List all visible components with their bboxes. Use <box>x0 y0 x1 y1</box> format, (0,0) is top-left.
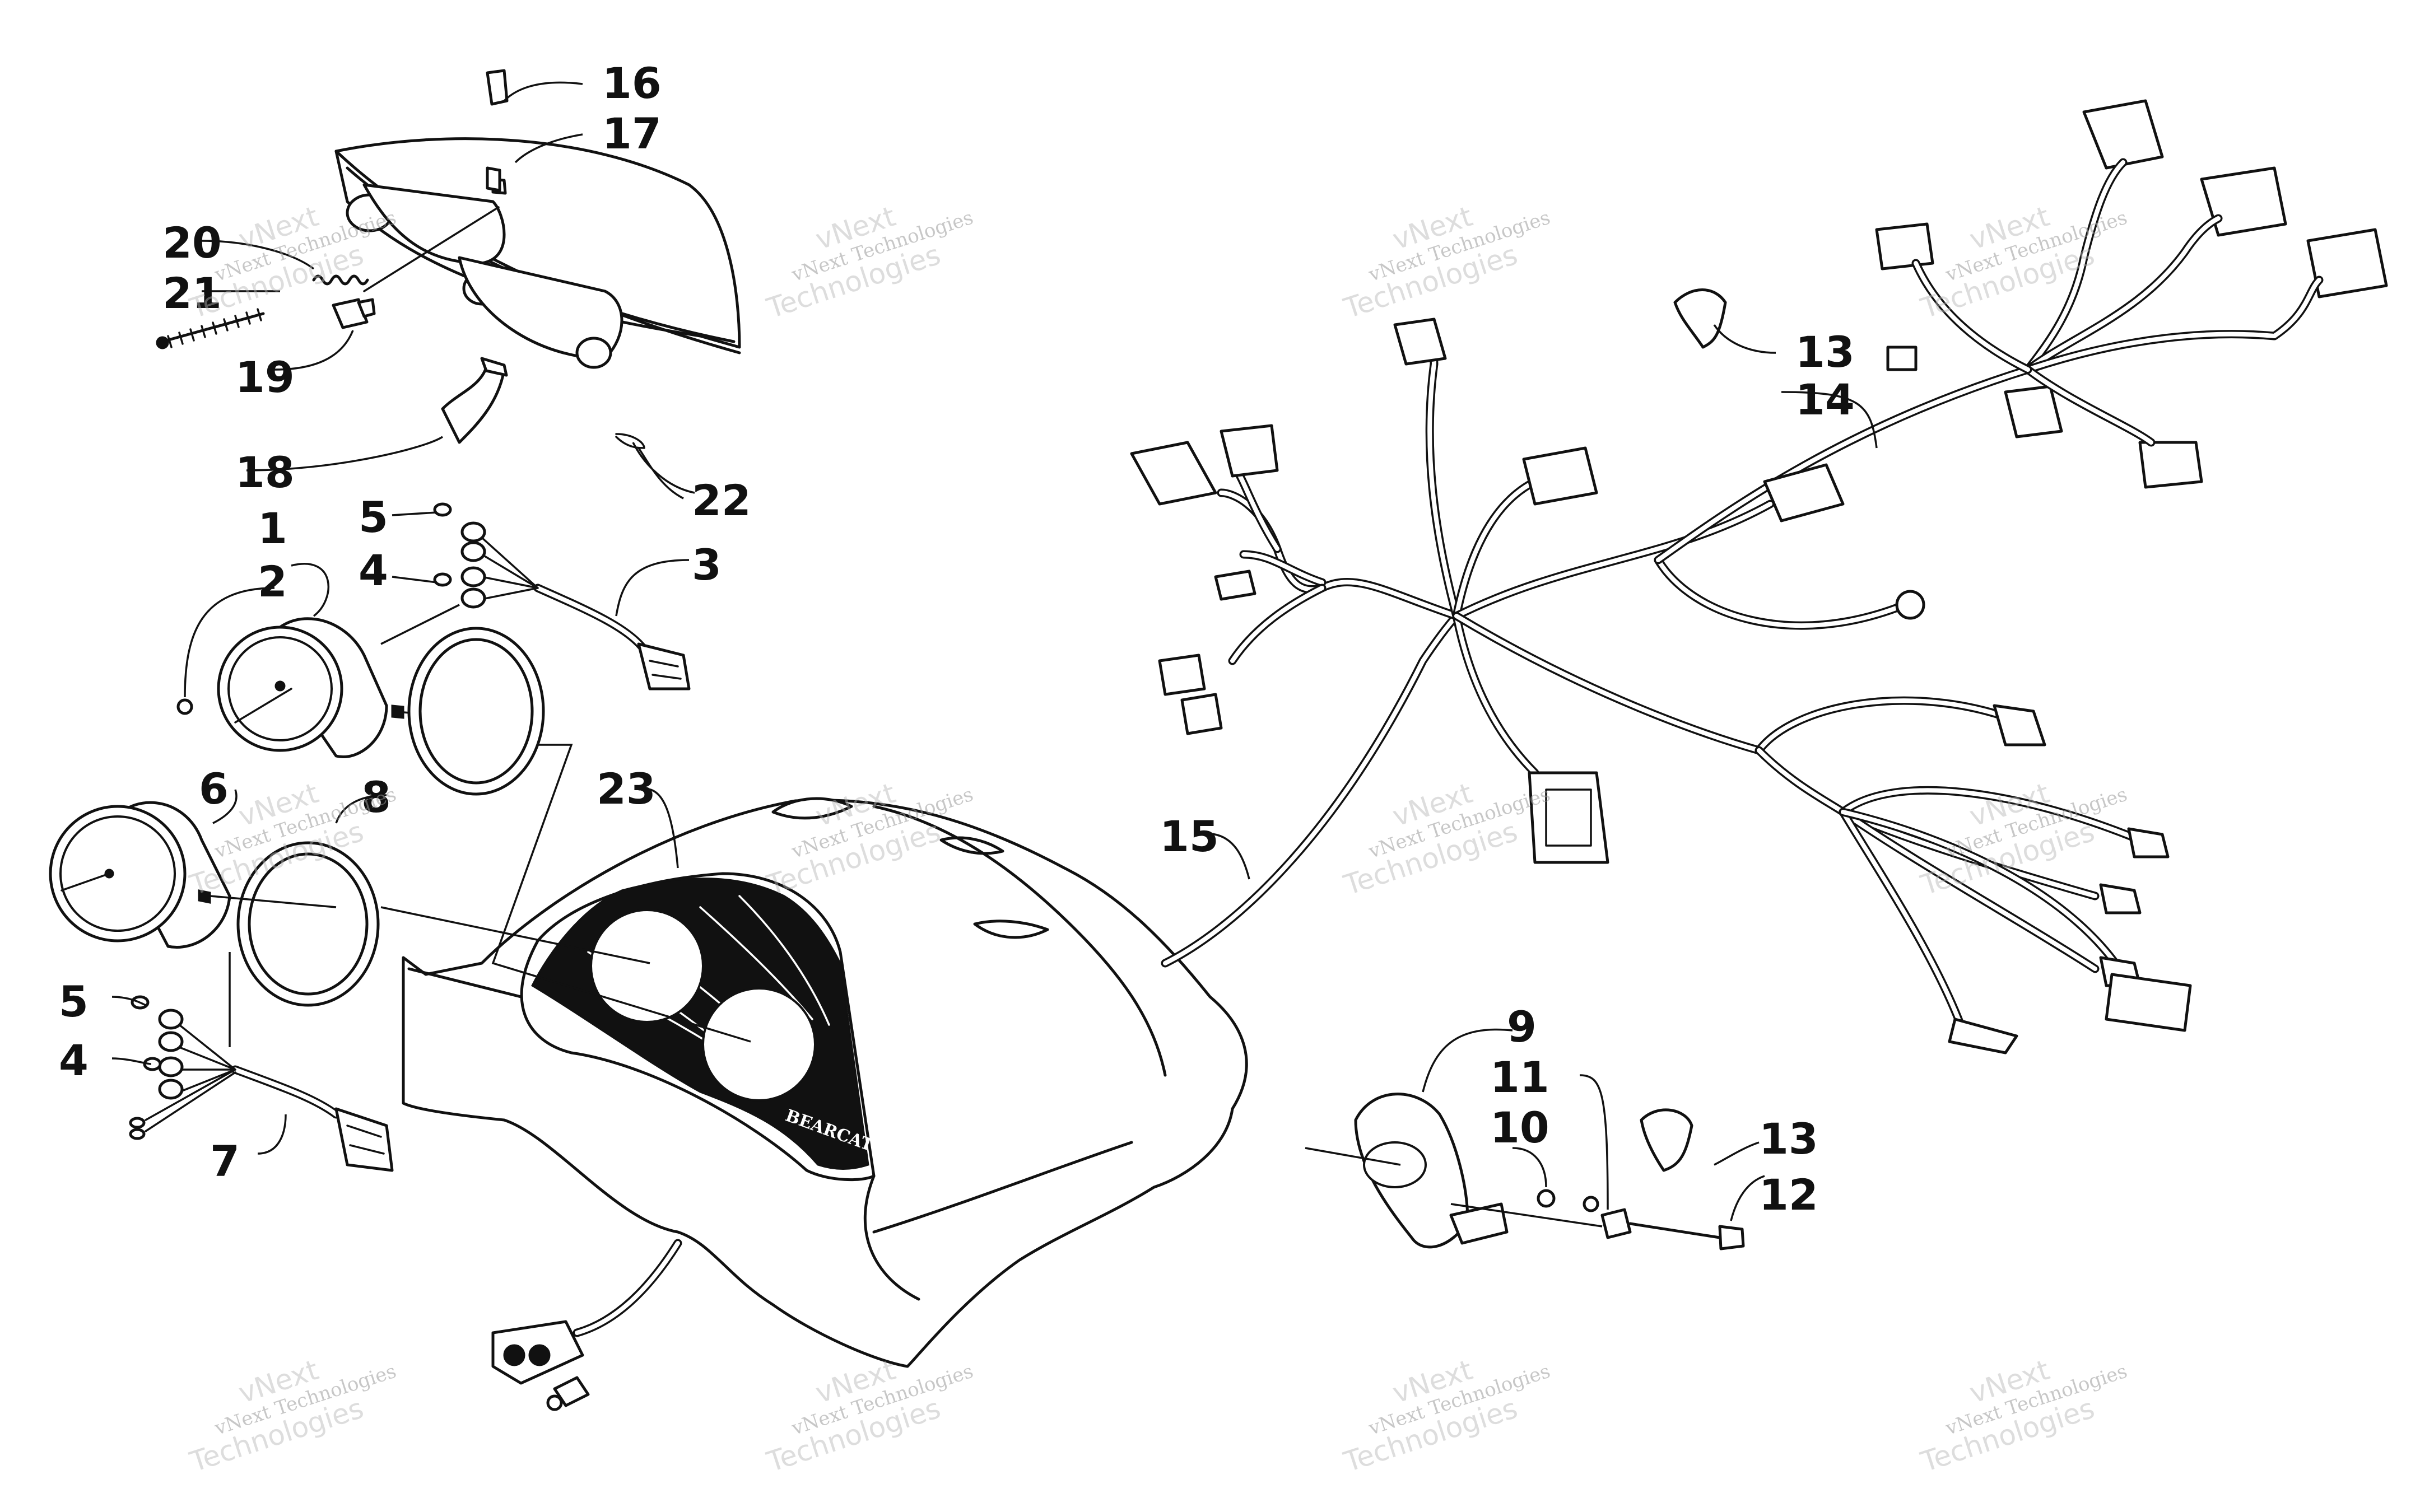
watermark: vNext vNext Technologies Technologies <box>1340 1354 1553 1478</box>
callout-leaders <box>111 81 1878 1221</box>
harness-connectors <box>1130 99 2388 1054</box>
speedometer-harness <box>129 995 394 1172</box>
adjusting-spring <box>312 274 369 286</box>
watermark: vNext vNext Technologies Technologies <box>763 200 976 325</box>
callout-4-upper: 4 <box>359 545 388 595</box>
main-wiring-harness <box>1130 99 2388 1172</box>
callout-3: 3 <box>692 540 722 590</box>
callout-6: 6 <box>199 764 229 814</box>
callout-20: 20 <box>162 218 222 268</box>
callout-13-upper: 13 <box>1795 327 1855 377</box>
bulb-socket-elbow <box>441 357 508 444</box>
callout-21: 21 <box>162 268 222 318</box>
hood-dash-panel: BEARCAT <box>402 797 1248 1368</box>
callout-14: 14 <box>1795 375 1855 424</box>
callout-11: 11 <box>1490 1052 1549 1102</box>
callout-numbers: 1 2 3 4 4 5 5 6 7 8 9 10 11 12 13 13 14 … <box>59 58 1855 1220</box>
callout-5-lower: 5 <box>59 977 89 1026</box>
callout-19: 19 <box>235 352 295 402</box>
callout-12: 12 <box>1759 1170 1818 1220</box>
callout-4-lower: 4 <box>59 1035 89 1085</box>
speedometer-drive-assembly <box>1305 1093 1745 1250</box>
callout-10: 10 <box>1490 1103 1549 1152</box>
watermark: vNext vNext Technologies Technologies <box>186 1354 399 1478</box>
tachometer-harness <box>460 521 691 690</box>
callout-9: 9 <box>1507 1002 1537 1052</box>
gauge-seal-ring-upper <box>407 627 545 796</box>
callout-23: 23 <box>597 764 656 814</box>
watermark: vNext vNext Technologies Technologies <box>1340 200 1553 325</box>
callout-22: 22 <box>692 475 751 525</box>
callout-18: 18 <box>235 447 295 497</box>
speedometer-gauge <box>49 801 231 949</box>
callout-7: 7 <box>210 1136 240 1186</box>
callout-15: 15 <box>1160 811 1219 861</box>
callout-17: 17 <box>602 109 662 158</box>
watermark: vNext vNext Technologies Technologies <box>1917 1354 2130 1478</box>
callout-2: 2 <box>258 557 287 606</box>
callout-8: 8 <box>361 772 391 822</box>
headlight-assembly <box>156 69 741 449</box>
callout-1: 1 <box>258 503 287 553</box>
adjusting-screw <box>156 308 265 349</box>
callout-13-lower: 13 <box>1759 1114 1818 1164</box>
retaining-clip <box>486 69 509 106</box>
tachometer-gauge <box>176 617 404 758</box>
secondary-harness-branches <box>1911 158 2324 447</box>
callout-16: 16 <box>602 58 662 108</box>
gauge-seal-ring-lower <box>236 841 380 1007</box>
headlight-bulb <box>332 298 376 329</box>
wire-ties <box>1640 288 1727 1172</box>
callout-5-upper: 5 <box>359 492 388 542</box>
bulb-small-upper <box>433 502 452 587</box>
dash-lower-harness <box>491 1239 682 1411</box>
